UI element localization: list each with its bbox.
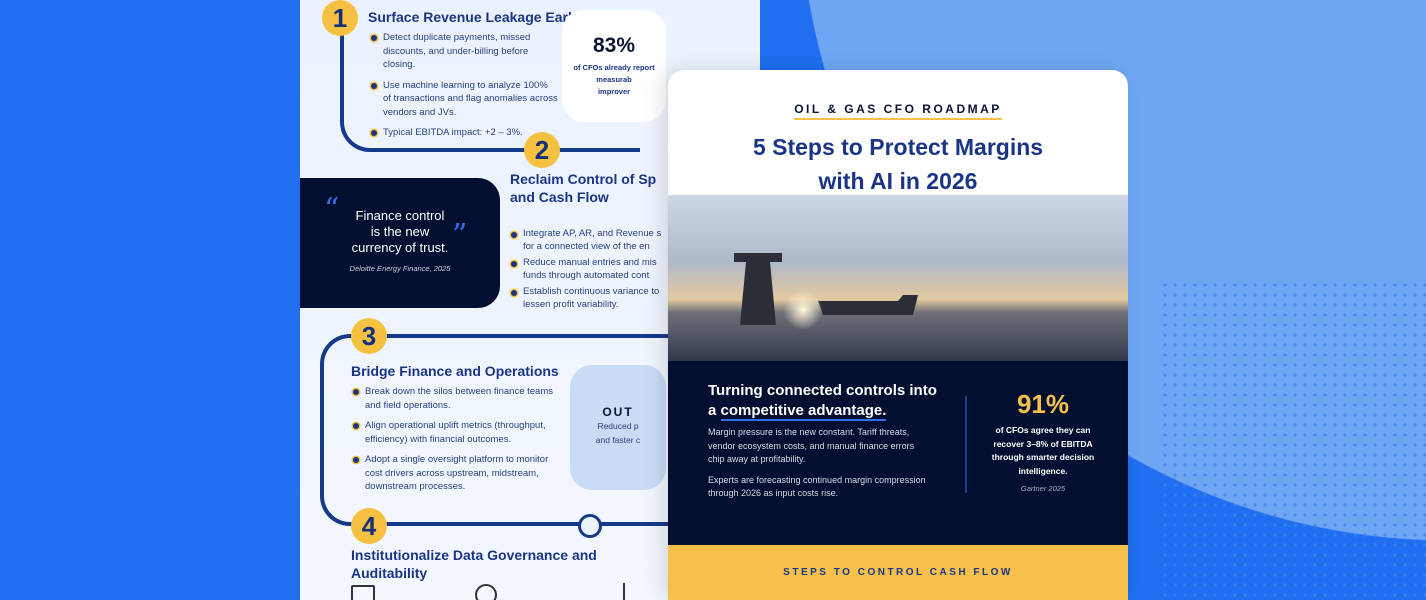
stat-source: Gartner 2025 bbox=[1020, 484, 1066, 493]
quote-text: is the new bbox=[370, 224, 430, 239]
path-line bbox=[340, 18, 640, 152]
body-paragraph: Experts are forecasting continued margin… bbox=[708, 474, 926, 499]
step-number-4: 4 bbox=[351, 508, 387, 544]
bullet: Use machine learning to analyze 100% of … bbox=[370, 79, 558, 120]
eyebrow: OIL & GAS CFO ROADMAP bbox=[794, 102, 1002, 120]
path-line bbox=[320, 334, 720, 526]
quote-text: Finance control bbox=[355, 208, 445, 223]
bullet: Reduce manual entries and mis funds thro… bbox=[510, 257, 666, 282]
cover-card: OIL & GAS CFO ROADMAP 5 Steps to Protect… bbox=[668, 70, 1128, 600]
bullet: Align operational uplift metrics (throug… bbox=[352, 419, 562, 446]
stat-text: of CFOs agree they can recover 3–8% of E… bbox=[991, 425, 1095, 476]
section-banner: STEPS TO CONTROL CASH FLOW bbox=[668, 545, 1128, 600]
stat-text: improver bbox=[597, 87, 631, 96]
offshore-rig-photo bbox=[668, 195, 1128, 363]
step-number-3: 3 bbox=[351, 318, 387, 354]
growth-chart-icon bbox=[623, 583, 645, 600]
quote-close-icon: ” bbox=[452, 218, 468, 253]
step-title: Bridge Finance and Operations bbox=[351, 363, 559, 379]
stat-value: 83% bbox=[592, 34, 636, 57]
step-bullets: Detect duplicate payments, missed discou… bbox=[370, 31, 558, 147]
quote-text: currency of trust. bbox=[351, 240, 449, 255]
step-bullets: Integrate AP, AR, and Revenue s for a co… bbox=[510, 228, 666, 311]
quote-source: Deloitte Energy Finance, 2025 bbox=[349, 264, 451, 273]
step-title: Surface Revenue Leakage Early bbox=[368, 9, 580, 25]
quote-card: “ Finance control is the new currency of… bbox=[300, 178, 500, 308]
stat-text: measurab bbox=[596, 75, 632, 84]
outcome-title: OUT bbox=[602, 405, 634, 419]
quote-open-icon: “ bbox=[324, 192, 340, 227]
step-bullets: Break down the silos between finance tea… bbox=[352, 385, 562, 501]
divider bbox=[965, 396, 967, 493]
banner-title: STEPS TO CONTROL CASH FLOW bbox=[783, 567, 1013, 578]
target-icon bbox=[475, 584, 497, 600]
stat-text: of CFOs already report bbox=[573, 63, 655, 72]
stat-value: 91% bbox=[1016, 389, 1070, 419]
dashboard-gear-icon bbox=[351, 585, 375, 600]
outcome-text: and faster c bbox=[595, 435, 641, 445]
intro-section: Turning connected controls into a compet… bbox=[668, 361, 1128, 546]
bullet: Detect duplicate payments, missed discou… bbox=[370, 31, 558, 72]
dot-pattern bbox=[1160, 280, 1426, 600]
outcome-text: Reduced p bbox=[597, 421, 639, 431]
wheel-icon bbox=[578, 514, 602, 538]
outcome-card: OUT Reduced p and faster c bbox=[570, 365, 666, 490]
headline-highlight: competitive advantage. bbox=[720, 402, 887, 421]
bullet: Integrate AP, AR, and Revenue s for a co… bbox=[510, 228, 666, 253]
step-title: Institutionalize Data Governance and Aud… bbox=[351, 547, 597, 581]
bullet: Typical EBITDA impact: +2 – 3%. bbox=[370, 126, 558, 140]
step-number-2: 2 bbox=[524, 132, 560, 168]
step-number-1: 1 bbox=[322, 0, 358, 36]
headline: a bbox=[708, 402, 721, 419]
bullet: Establish continuous variance to lessen … bbox=[510, 286, 666, 311]
body-paragraph: Margin pressure is the new constant. Tar… bbox=[708, 427, 915, 464]
stat-card: 83% of CFOs already report measurab impr… bbox=[562, 10, 666, 122]
bullet: Break down the silos between finance tea… bbox=[352, 385, 562, 412]
bullet: Adopt a single oversight platform to mon… bbox=[352, 453, 562, 494]
headline: Turning connected controls into bbox=[708, 382, 937, 399]
